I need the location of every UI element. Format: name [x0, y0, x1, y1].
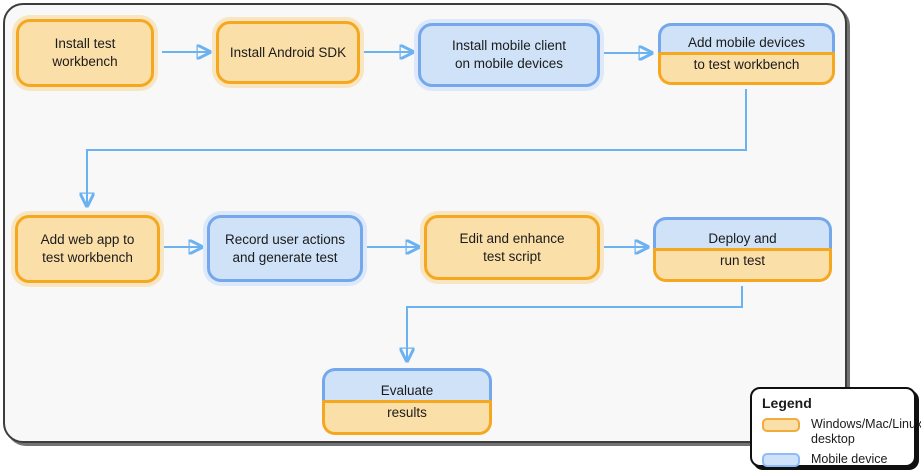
node-label-line: Install Android SDK — [229, 44, 347, 60]
node-install-android-sdk: Install Android SDK — [216, 21, 360, 84]
node-add-mobile-devices: Add mobile devices to test workbench — [658, 23, 835, 85]
node-edit-and-enhance: Edit and enhance test script — [424, 215, 600, 280]
node-label-line: Install test — [54, 36, 116, 51]
node-label-line: and generate test — [232, 249, 338, 265]
node-label-line: workbench — [52, 54, 118, 69]
legend-item-desktop: Windows/Mac/Linux desktop — [762, 417, 921, 447]
node-half-mobile: Add mobile devices — [658, 23, 835, 53]
node-label-line: Record user actions — [224, 231, 346, 247]
node-label-line: test workbench — [42, 250, 133, 265]
node-label-line: Edit and enhance — [459, 230, 565, 246]
node-half-desktop: run test — [653, 247, 832, 282]
legend: Legend Windows/Mac/Linux desktop Mobile … — [750, 387, 921, 467]
legend-label: Windows/Mac/Linux desktop — [811, 417, 921, 446]
node-label-line: to test workbench — [693, 57, 800, 72]
mobile-swatch-icon — [762, 453, 800, 467]
node-label-line: results — [387, 404, 427, 420]
node-label-line: Deploy and — [708, 230, 777, 246]
node-label-line: test script — [483, 248, 541, 264]
node-label-line: Add mobile devices — [687, 35, 806, 50]
node-install-mobile-client: Install mobile client on mobile devices — [418, 23, 600, 87]
node-half-desktop: to test workbench — [658, 52, 835, 85]
node-label-line: on mobile devices — [454, 56, 564, 71]
node-install-test-workbench: Install test workbench — [16, 19, 154, 87]
legend-item-mobile: Mobile device — [762, 452, 904, 467]
node-label-line: Install mobile client — [451, 38, 567, 53]
desktop-swatch-icon — [762, 418, 800, 432]
legend-title: Legend — [762, 395, 812, 411]
node-add-web-app: Add web app to test workbench — [15, 215, 160, 283]
node-evaluate-results: Evaluate results — [322, 368, 492, 435]
node-half-mobile: Evaluate — [322, 368, 492, 401]
node-label-line: Add web app to — [40, 232, 135, 247]
node-half-mobile: Deploy and — [653, 217, 832, 249]
legend-label: Mobile device — [811, 452, 888, 466]
node-deploy-and-run: Deploy and run test — [653, 217, 832, 282]
node-label-line: run test — [719, 252, 766, 268]
node-half-desktop: results — [322, 399, 492, 435]
node-label-line: Evaluate — [380, 382, 434, 398]
node-record-user-actions: Record user actions and generate test — [207, 215, 363, 282]
